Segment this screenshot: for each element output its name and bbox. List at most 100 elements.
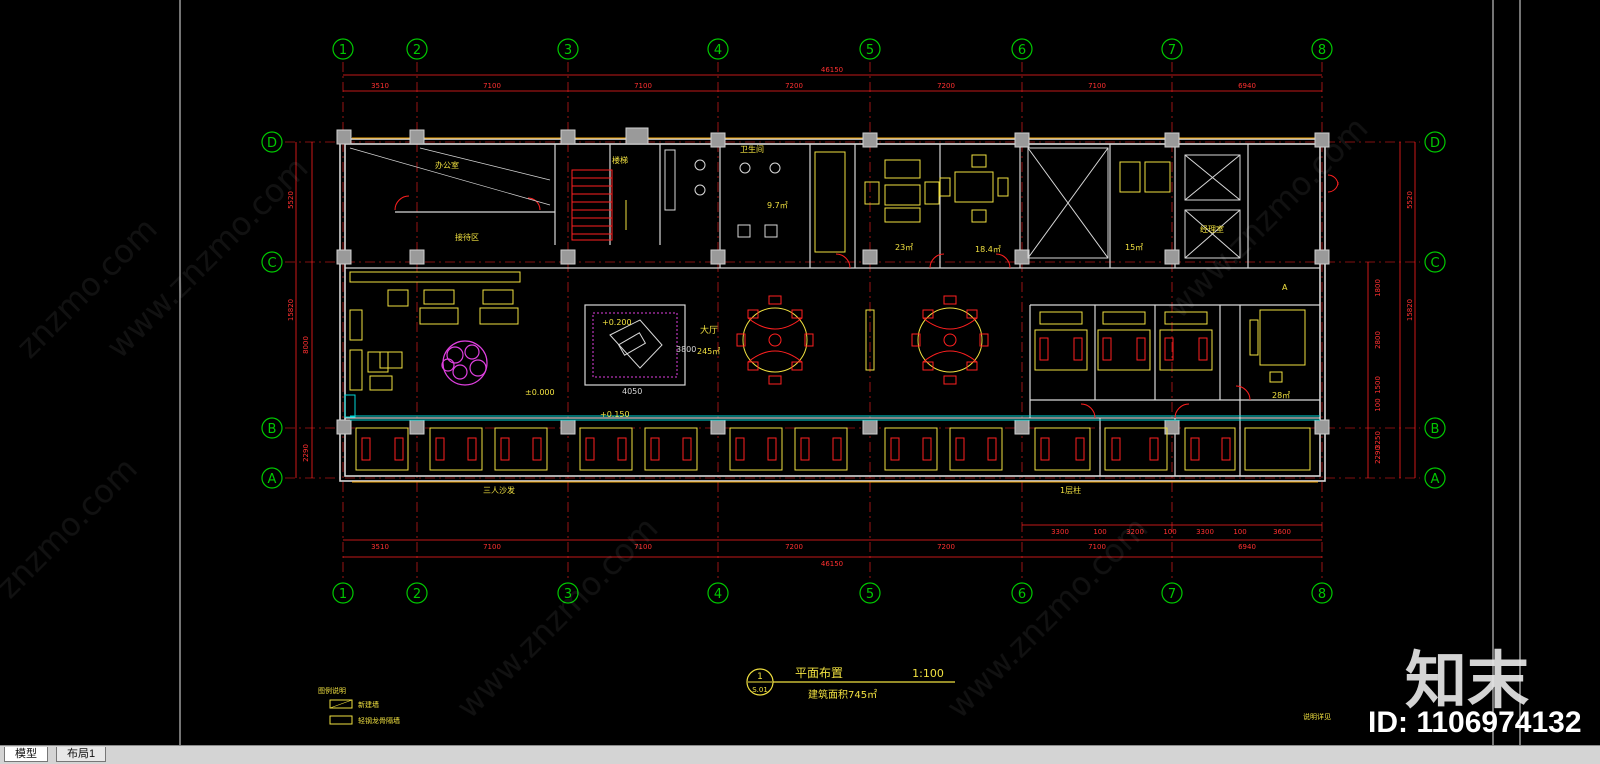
dim-detail-4: 100 — [1163, 528, 1176, 536]
booth-furniture — [1034, 311, 1213, 371]
planter-icon — [441, 340, 488, 386]
hall-height-dim: 3800 — [676, 345, 696, 354]
title-block: 1 S.01 平面布置 1:100 建筑面积745㎡ — [746, 666, 955, 701]
stage-area — [584, 304, 686, 386]
dim-detail-3: 3200 — [1126, 528, 1144, 536]
manager-label: 经理室 — [1200, 224, 1224, 234]
display-shelf — [865, 309, 875, 371]
door-note: A — [1282, 283, 1288, 292]
sofa-note: 三人沙发 — [483, 485, 515, 495]
cad-drawing-canvas[interactable]: 1 2 3 4 5 6 7 8 1 2 3 4 5 6 7 8 D C B A … — [0, 0, 1600, 745]
axis-bubbles-top — [332, 38, 1333, 60]
sheet-border — [179, 0, 1521, 745]
layout-tab-bar: 模型 布局1 — [0, 745, 1600, 764]
dim-top-3: 7100 — [634, 82, 652, 90]
dim-left-2: 15820 — [287, 299, 295, 321]
hall-width-dim: 4050 — [622, 387, 642, 396]
axis-label-top-4: 4 — [714, 43, 722, 58]
title-sheet: S.01 — [752, 686, 768, 694]
cyan-partitions — [344, 394, 1320, 421]
axis-label-right-a: A — [1431, 472, 1440, 487]
legend-heading: 图例说明 — [318, 686, 346, 695]
tab-layout-1[interactable]: 布局1 — [56, 747, 107, 762]
legend: 图例说明 新建墙 轻钢龙骨隔墙 — [318, 686, 400, 725]
axis-label-left-c: C — [267, 256, 276, 271]
axis-label-left-d: D — [267, 136, 277, 151]
exterior-walls — [339, 138, 1326, 482]
dim-detail-7: 3600 — [1273, 528, 1291, 536]
svg-text:znzmo.com: znzmo.com — [0, 450, 145, 606]
svg-text:www.znzmo.com: www.znzmo.com — [449, 509, 666, 726]
tab-model[interactable]: 模型 — [4, 747, 48, 762]
title-text: 平面布置 — [795, 666, 843, 680]
lounge-furniture — [349, 271, 521, 391]
axis-label-top-6: 6 — [1018, 43, 1026, 58]
round-table-2 — [917, 307, 983, 373]
dim-bottom-5: 7200 — [937, 543, 955, 551]
dim-top-1: 3510 — [371, 82, 389, 90]
axis-bubbles-bottom — [332, 582, 1333, 604]
round-table-1 — [742, 307, 808, 373]
room-area-1: 23㎡ — [895, 243, 913, 252]
axis-label-bottom-5: 5 — [866, 587, 874, 602]
dim-detail-5: 3300 — [1196, 528, 1214, 536]
elevator-shafts — [1027, 147, 1241, 259]
axis-label-left-b: B — [268, 422, 277, 437]
dim-detail-6: 100 — [1233, 528, 1246, 536]
dim-bottom-1: 3510 — [371, 543, 389, 551]
axis-label-top-8: 8 — [1318, 43, 1326, 58]
dim-left-1: 5520 — [287, 191, 295, 209]
dim-right-8: 2290 — [1374, 446, 1382, 464]
axis-label-bottom-6: 6 — [1018, 587, 1026, 602]
dim-right-5: 1500 — [1374, 376, 1382, 394]
corner-note: 说明详见 — [1303, 712, 1331, 721]
dining-chairs — [736, 295, 989, 385]
hall-label: 大厅 — [700, 324, 718, 336]
title-scale: 1:100 — [912, 667, 944, 680]
dim-right-1: 5520 — [1406, 191, 1414, 209]
axis-label-right-d: D — [1430, 136, 1440, 151]
void-hatch — [349, 147, 551, 206]
stair-label: 楼梯 — [612, 155, 628, 165]
axis-bubbles-left — [261, 131, 283, 489]
booth-seats — [361, 337, 1231, 461]
dim-right-6: 100 — [1374, 398, 1382, 411]
door-swings — [394, 174, 1339, 419]
svg-text:www.znzmo.com: www.znzmo.com — [1159, 109, 1376, 326]
dimension-lines-top — [295, 74, 1416, 558]
axis-label-top-2: 2 — [413, 43, 421, 58]
reception-label: 接待区 — [455, 232, 479, 242]
columns — [336, 127, 1330, 435]
dim-right-7: 3250 — [1374, 431, 1382, 449]
room-area-5: 28㎡ — [1272, 391, 1290, 400]
column-note: 1层柱 — [1060, 485, 1081, 495]
dim-bottom-4: 7200 — [785, 543, 803, 551]
room-area-3: 15㎡ — [1125, 243, 1143, 252]
axis-label-top-3: 3 — [564, 43, 572, 58]
dim-top-2: 7100 — [483, 82, 501, 90]
axis-label-top-5: 5 — [866, 43, 874, 58]
axis-label-left-a: A — [268, 472, 277, 487]
dim-bottom-3: 7100 — [634, 543, 652, 551]
axis-label-top-1: 1 — [339, 43, 347, 58]
dim-detail-1: 3300 — [1051, 528, 1069, 536]
dim-bottom-6: 7100 — [1088, 543, 1106, 551]
title-subtitle: 建筑面积745㎡ — [808, 688, 877, 701]
level-label-2: +0.200 — [602, 318, 632, 327]
private-room-furniture — [864, 154, 1306, 383]
svg-text:www.znzmo.com: www.znzmo.com — [939, 509, 1156, 726]
dim-right-3: 1800 — [1374, 279, 1382, 297]
legend-swatch-1 — [329, 699, 353, 709]
office-label: 办公室 — [435, 160, 459, 170]
dim-right-2: 15820 — [1406, 299, 1414, 321]
axis-label-right-b: B — [1431, 422, 1440, 437]
axis-label-bottom-8: 8 — [1318, 587, 1326, 602]
axis-label-bottom-3: 3 — [564, 587, 572, 602]
title-number: 1 — [757, 672, 763, 682]
dim-top-7: 6940 — [1238, 82, 1256, 90]
stair-block — [571, 169, 627, 241]
level-label-1: ±0.000 — [525, 388, 555, 397]
axis-label-right-c: C — [1430, 256, 1439, 271]
axis-label-bottom-1: 1 — [339, 587, 347, 602]
level-label-3: +0.150 — [600, 410, 630, 419]
